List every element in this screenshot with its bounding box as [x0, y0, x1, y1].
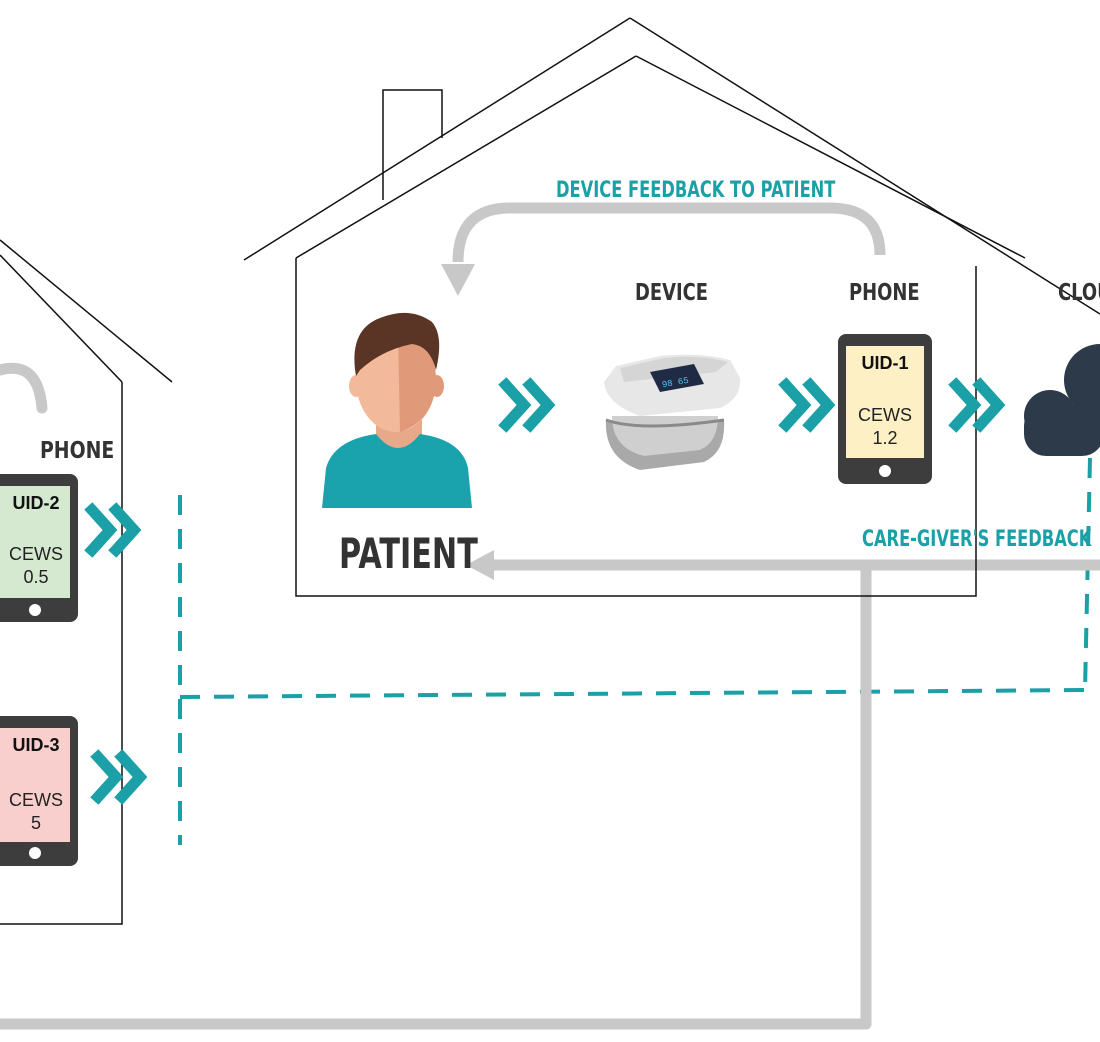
cloud-icon — [1024, 344, 1100, 456]
phone-score: 5 — [31, 813, 41, 833]
phone-uid: UID-2 — [12, 493, 59, 513]
phone-score-label: CEWS — [9, 790, 63, 810]
data-connector-dashed — [178, 457, 1092, 845]
pulse-oximeter-icon: 98 65 — [604, 354, 741, 470]
caregiver-feedback-label: CARE-GIVER'S FEEDBACK — [862, 526, 1092, 552]
phone-uid-3: UID-3 CEWS 5 — [0, 716, 78, 866]
main-house — [243, 17, 1100, 597]
phone-score-label: CEWS — [9, 544, 63, 564]
phone-uid-1: UID-1 CEWS 1.2 — [838, 334, 932, 484]
phone-screen — [846, 346, 924, 458]
phone-screen — [0, 728, 70, 842]
device-feedback-arc — [441, 202, 886, 296]
patient-label: PATIENT — [339, 529, 478, 578]
phone-uid: UID-3 — [12, 735, 59, 755]
phone-score-label: CEWS — [858, 405, 912, 425]
left-house — [0, 239, 173, 925]
left-phone-label: PHONE — [40, 436, 114, 463]
chevron-arrow-icon — [90, 749, 148, 805]
device-feedback-label: DEVICE FEEDBACK TO PATIENT — [556, 177, 836, 203]
device-label: DEVICE — [635, 279, 708, 306]
phone-screen — [0, 486, 70, 598]
chevron-arrow-icon — [948, 377, 1006, 433]
left-feedback-arc — [0, 362, 48, 414]
caregiver-feedback-path — [0, 550, 1100, 1030]
arrowhead-icon — [441, 264, 475, 296]
phone-score: 0.5 — [23, 567, 48, 587]
chevron-arrow-icon — [498, 377, 556, 433]
svg-text:98 65: 98 65 — [661, 376, 689, 391]
patient-avatar — [322, 312, 472, 508]
cloud-label: CLOUD — [1058, 279, 1100, 306]
chevron-arrow-icon — [778, 377, 836, 433]
chevron-arrow-icon — [84, 502, 142, 558]
phone-label: PHONE — [849, 279, 920, 306]
phone-score: 1.2 — [872, 428, 897, 448]
arrowhead-icon — [466, 550, 494, 580]
phone-uid-2: UID-2 CEWS 0.5 — [0, 474, 78, 622]
phone-uid: UID-1 — [861, 353, 908, 373]
